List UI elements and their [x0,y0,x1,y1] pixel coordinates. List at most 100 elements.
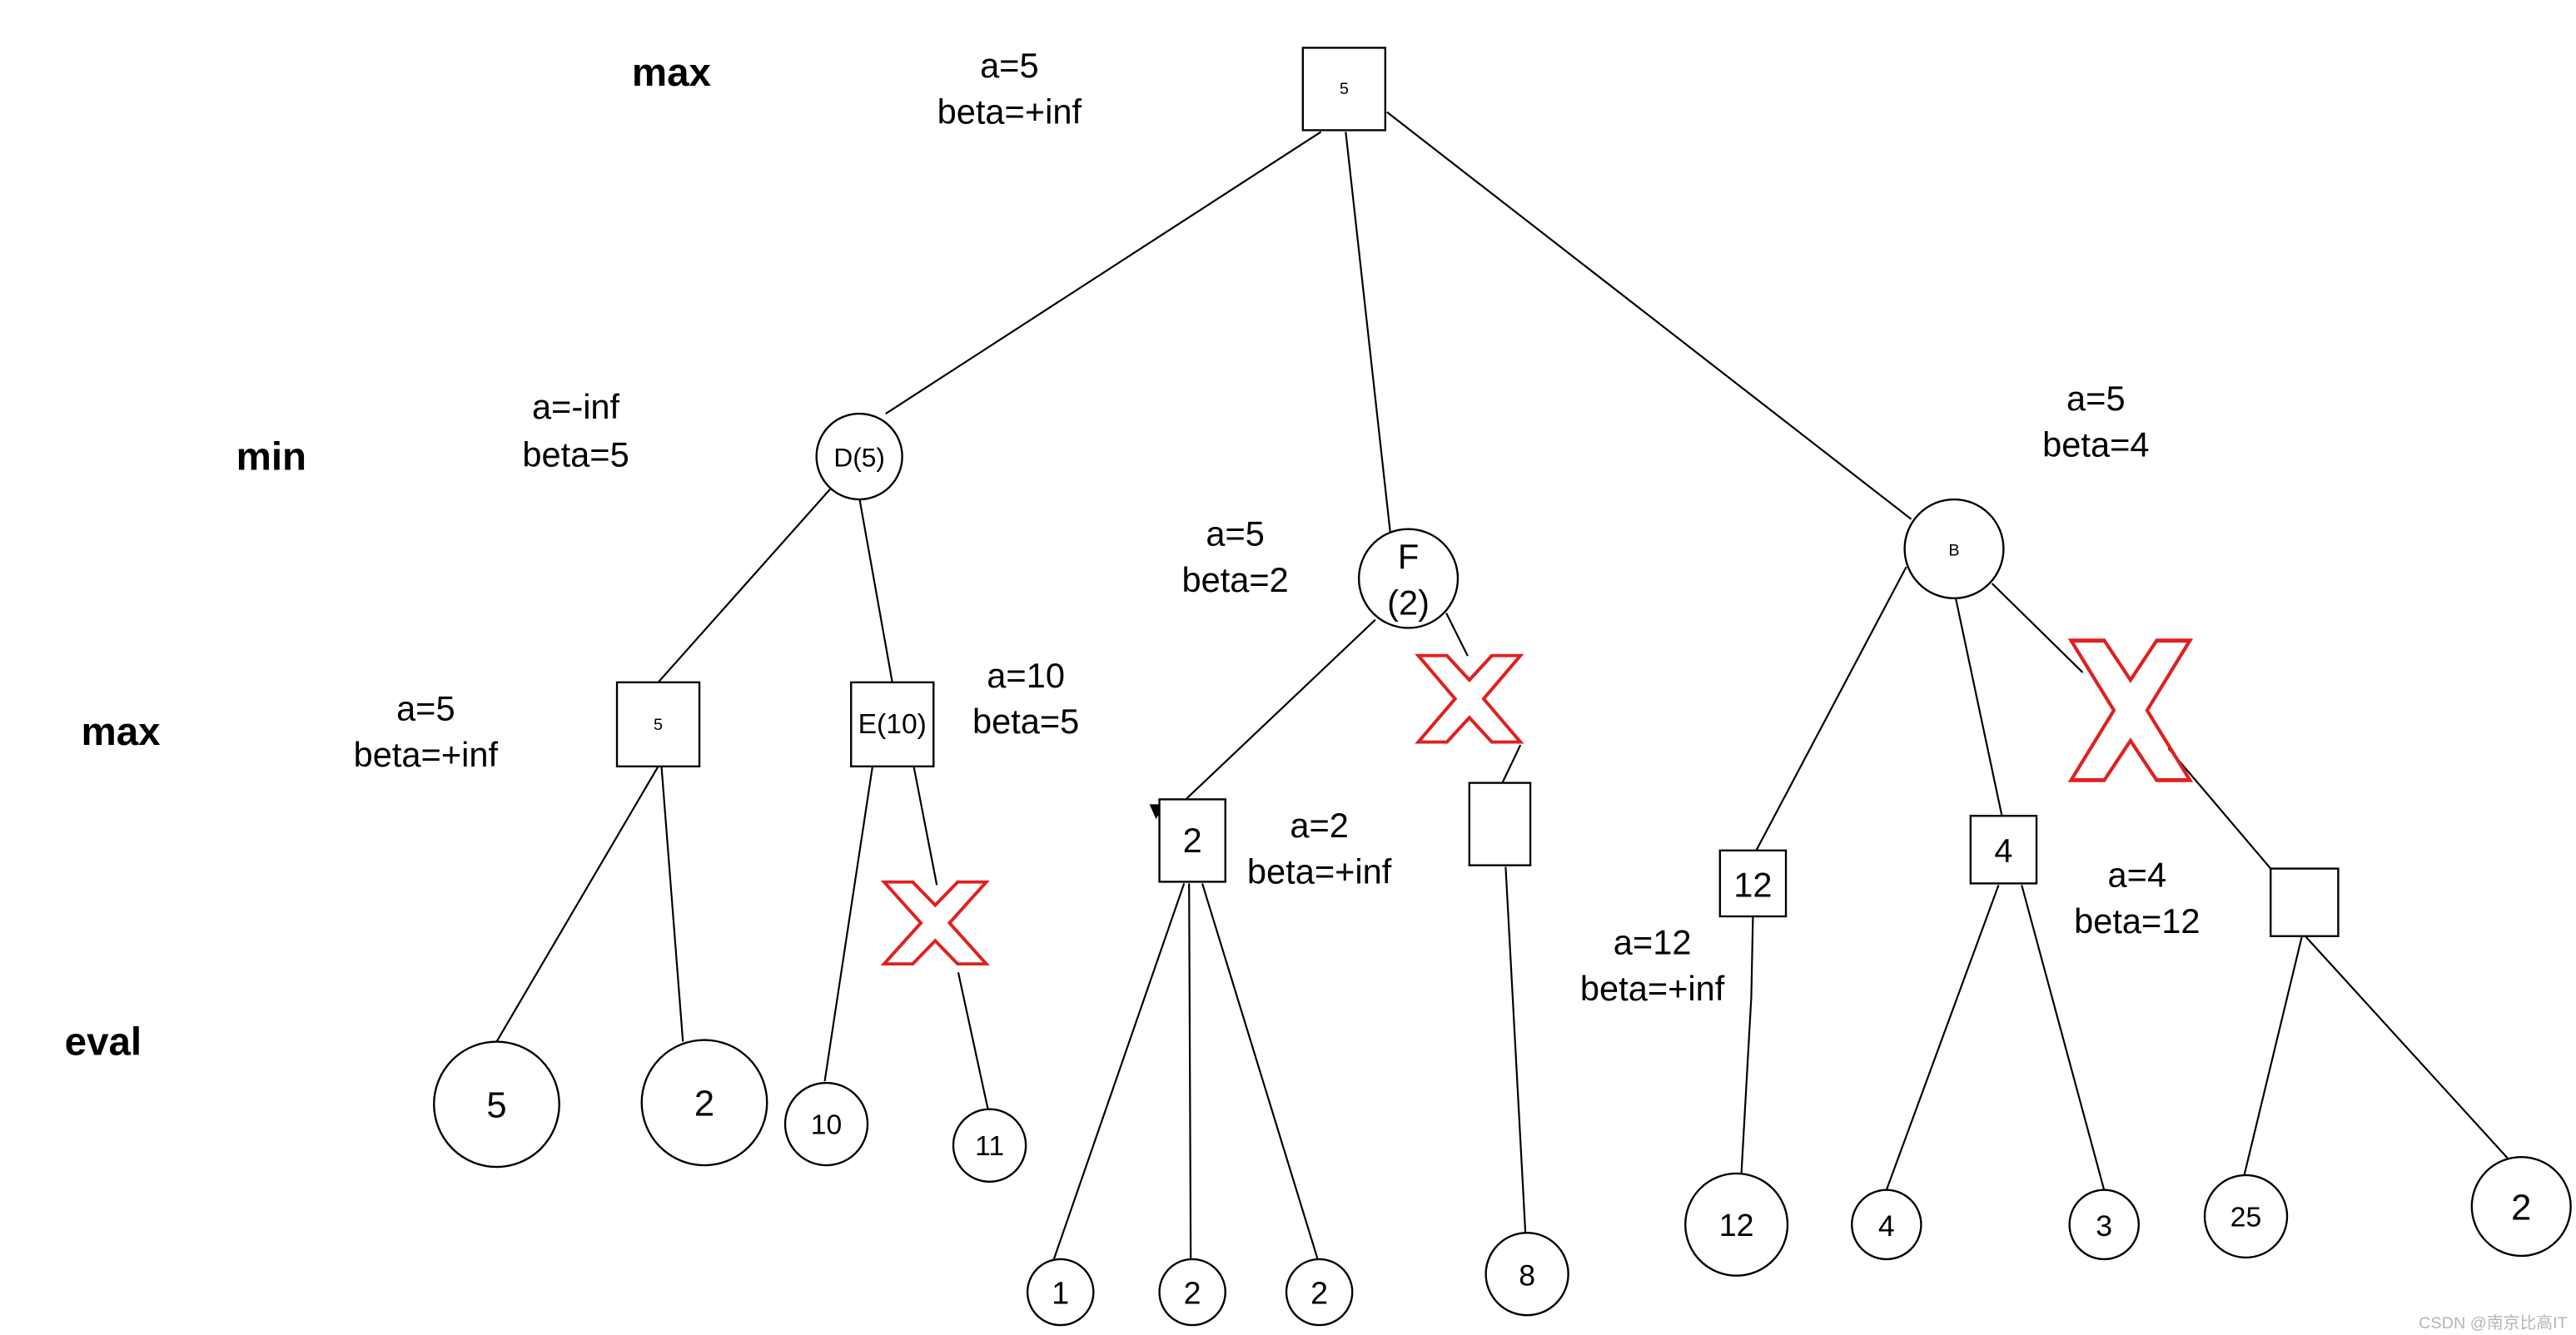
watermark: CSDN @南京比高IT [2419,1314,2567,1333]
node-b-left-max: 12 [1718,849,1788,918]
leaf-12: 12 [1684,1172,1789,1277]
leaf-3: 3 [2068,1189,2140,1261]
node-d: D(5) [815,412,903,501]
edge-b-left-max [1755,566,1907,851]
leaf-5: 5 [433,1040,560,1169]
annotation-b-mid-max-beta: beta=12 [2074,901,2200,940]
prune-x-icon-f [1415,653,1524,744]
level-label-min: min [236,434,306,479]
leaf-2c: 2 [1285,1258,1354,1327]
node-e-label: E(10) [858,709,927,740]
root-node-label: 5 [1340,80,1349,98]
node-b-mid-max-label: 4 [1994,833,2012,870]
leaf-2a: 2 [640,1039,768,1167]
edge-d-e [858,497,893,683]
node-f-label-line1: F [1398,537,1419,576]
prune-x-icon-b [2067,638,2194,782]
edge-b-mid-max [1954,598,2003,816]
leaf-3-label: 3 [2096,1209,2112,1243]
leaf-10: 10 [783,1081,869,1167]
annotation-f-left-max-beta: beta=+inf [1247,851,1392,891]
leaf-2d: 2 [2470,1155,2572,1258]
node-f: F (2) [1357,528,1460,629]
annotation-e-beta: beta=5 [972,702,1079,741]
node-b-right-max [2270,867,2340,937]
prune-marks [880,638,2194,965]
annotation-d-left-max-beta: beta=+inf [354,735,499,774]
annotation-f-beta: beta=2 [1181,560,1288,599]
node-f-right-max [1468,782,1532,866]
edge-leaf-11-upper [913,766,938,886]
annotation-e-alpha: a=10 [987,656,1065,695]
edge-root-f [1345,132,1391,533]
edge-b-right-max-upper [1991,583,2084,673]
node-f-label-line2: (2) [1387,583,1430,623]
annotation-d-left-max-alpha: a=5 [396,688,455,727]
root-node: 5 [1301,47,1387,132]
level-label-eval: eval [65,1020,142,1064]
edge-f-right-max-upper [1445,613,1469,657]
annotation-b-left-max-alpha: a=12 [1614,923,1692,962]
annotation-d-alpha: a=-inf [532,387,620,426]
edge-leaf-2a [660,766,684,1042]
leaf-2b-label: 2 [1184,1275,1201,1310]
node-d-left-max-label: 5 [654,716,663,734]
edge-f-left-max [1185,618,1376,801]
annotation-b-beta: beta=4 [2042,425,2149,464]
annotation-root-beta: beta=+inf [937,92,1082,132]
leaf-1: 1 [1026,1258,1095,1327]
edge-leaf-4 [1885,885,2000,1191]
node-b-label: B [1948,541,1959,559]
leaf-8: 8 [1484,1232,1569,1317]
edge-root-d [885,131,1322,414]
level-label-max-top: max [632,51,712,95]
annotation-d-beta: beta=5 [522,434,629,474]
leaf-4: 4 [1851,1189,1922,1261]
edge-leaf-1 [1052,883,1186,1260]
leaf-8-label: 8 [1519,1259,1535,1293]
edge-leaf-11-lower [957,972,989,1109]
leaf-25-label: 25 [2230,1202,2261,1233]
leaf-2b: 2 [1158,1258,1226,1327]
leaf-2a-label: 2 [694,1084,714,1124]
node-f-left-max-label: 2 [1183,821,1202,860]
leaf-2c-label: 2 [1310,1275,1328,1310]
edge-leaf-5 [495,766,659,1043]
leaf-4-label: 4 [1878,1209,1895,1243]
edge-leaf-2b [1188,883,1192,1259]
node-f-left-max: 2 [1158,798,1226,883]
prune-x-icon-e [880,880,990,965]
edge-leaf-25 [2243,935,2303,1176]
annotation-f-alpha: a=5 [1206,514,1265,553]
edge-leaf-10 [823,766,874,1082]
level-label-max-middle: max [81,710,161,754]
annotation-f-left-max-alpha: a=2 [1290,806,1349,845]
annotation-b-alpha: a=5 [2066,379,2126,418]
node-b-mid-max: 4 [1969,815,2038,885]
leaf-11: 11 [952,1108,1027,1184]
leaf-25: 25 [2203,1174,2289,1259]
leaf-10-label: 10 [811,1109,842,1140]
node-d-left-max: 5 [615,681,701,768]
node-b-left-max-label: 12 [1733,865,1772,904]
leaf-11-label: 11 [975,1131,1004,1162]
edge-b-right-max-lower [2167,747,2272,870]
edge-leaf-2d [2305,935,2509,1159]
edge-root-b [1386,111,1912,520]
annotation-root-alpha: a=5 [980,46,1039,85]
edge-f-right-max-lower [1501,744,1522,784]
edge-leaf-12 [1740,916,1754,1174]
annotation-b-mid-max-alpha: a=4 [2108,855,2167,894]
tree-edges [495,111,2509,1260]
edge-leaf-3 [2021,885,2106,1191]
node-e: E(10) [850,681,935,768]
leaf-12-label: 12 [1719,1208,1754,1243]
node-b: B [1903,498,2005,600]
leaf-5-label: 5 [486,1086,506,1126]
node-d-label: D(5) [833,442,885,472]
annotation-b-left-max-beta: beta=+inf [1580,969,1725,1008]
leaf-1-label: 1 [1052,1275,1069,1310]
leaf-2d-label: 2 [2511,1188,2531,1228]
edge-d-left-max [657,487,833,683]
